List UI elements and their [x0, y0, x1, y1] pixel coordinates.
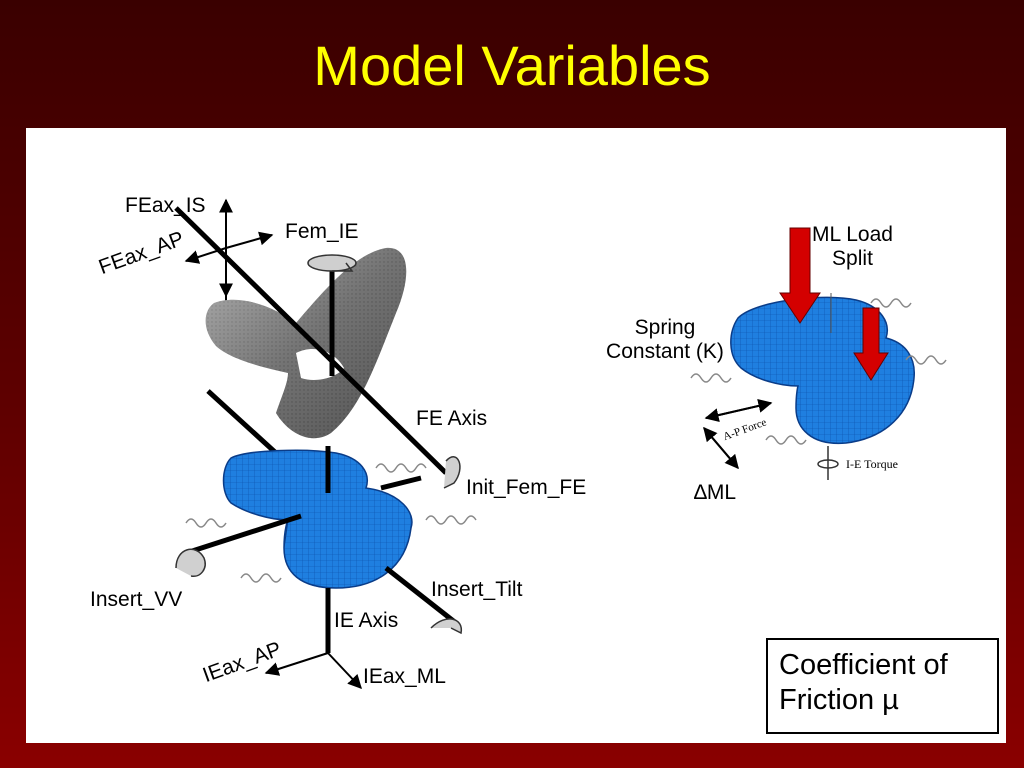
fem-ie-rotation-arrow: [307, 254, 357, 272]
label-spring-constant: Spring Constant (K): [590, 316, 740, 364]
insert-vv-rotation-arrow: [175, 548, 206, 577]
friction-coefficient-box: Coefficient of Friction µ: [766, 638, 999, 734]
label-feax-is: FEax_IS: [125, 194, 206, 217]
friction-box-line2: Friction µ: [779, 683, 899, 716]
ap-force-arrow: [704, 399, 773, 422]
friction-box-line1: Coefficient of: [779, 649, 948, 681]
diagram-panel: FEax_IS FEax_AP Fem_IE FE Axis Init_Fem_…: [26, 128, 1006, 743]
ml-load-arrow-right: [853, 307, 889, 381]
label-init-fem-fe: Init_Fem_FE: [466, 476, 587, 499]
label-spring-constant-line1: Spring: [634, 316, 696, 339]
ml-load-arrow-left: [779, 227, 821, 324]
label-insert-vv: Insert_VV: [90, 588, 183, 611]
label-insert-tilt: Insert_Tilt: [431, 578, 523, 601]
femoral-component: [205, 247, 407, 439]
tibial-insert-left: [222, 449, 413, 589]
label-fem-ie: Fem_IE: [285, 220, 359, 243]
slide-title: Model Variables: [313, 34, 711, 97]
ie-torque-rotation-arrow: [817, 459, 839, 469]
label-fe-axis: FE Axis: [416, 407, 488, 430]
label-spring-constant-line2: Constant (K): [606, 340, 724, 364]
label-ml-load-split: ML Load Split: [812, 223, 893, 271]
init-fem-fe-rotation-arrow: [443, 456, 461, 489]
delta-ml-arrow: [703, 426, 739, 470]
label-ml-load-split-line2: Split: [832, 247, 873, 271]
label-delta-ml: ∆ML: [694, 481, 737, 504]
diagram-canvas: [174, 198, 947, 690]
springs-right: [690, 298, 947, 445]
label-ie-axis: IE Axis: [334, 609, 399, 632]
ie-coordinate-frame: [264, 652, 362, 690]
fe-axis-line: [174, 206, 448, 475]
label-ie-torque: I-E Torque: [846, 457, 898, 471]
insert-tilt-rotation-arrow: [430, 618, 462, 635]
label-ieax-ml: IEax_ML: [363, 665, 446, 688]
label-ml-load-split-line1: ML Load: [812, 223, 893, 246]
springs-left: [185, 463, 477, 583]
